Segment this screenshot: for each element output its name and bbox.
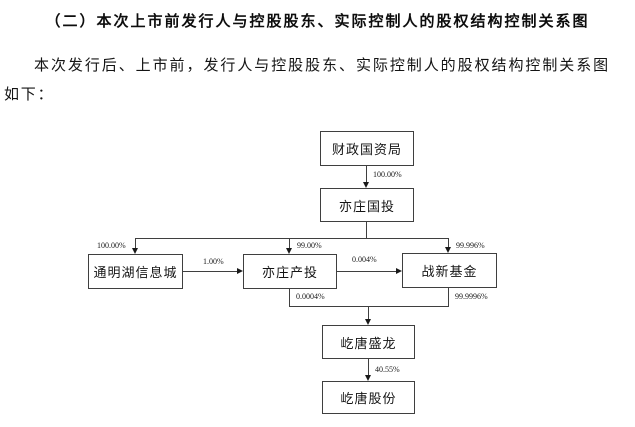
node-yitang-shares: 屹唐股份 (322, 381, 415, 414)
node-yizhuang-guotou: 亦庄国投 (320, 188, 414, 222)
connector-tongminghu-to-chantou (183, 271, 238, 272)
arrowhead-down-icon (363, 182, 369, 188)
intro-paragraph: 本次发行后、上市前，发行人与控股股东、实际控制人的股权结构控制关系图如下： (4, 58, 610, 103)
node-tongminghu-info-city: 通明湖信息城 (88, 254, 183, 289)
arrowhead-down-icon (365, 375, 371, 381)
connector-zhanxin-stem-down (448, 288, 449, 306)
edge-percent-zhanxin-shenglong: 99.9996% (455, 292, 488, 301)
edge-percent-guotou-tongminghu: 100.00% (97, 241, 126, 250)
connector-chantou-stem-down (289, 289, 290, 306)
arrowhead-right-icon (396, 268, 402, 274)
connector-guotou-stem (366, 222, 367, 239)
edge-percent-shenglong-shares: 40.55% (375, 365, 400, 374)
section-heading: （二）本次上市前发行人与控股股东、实际控制人的股权结构控制关系图 (45, 13, 590, 30)
edge-percent-chantou-shenglong: 0.0004% (296, 292, 325, 301)
distribution-bus-bottom (289, 306, 449, 307)
edge-percent-chantou-zhanxin: 0.004% (352, 255, 377, 264)
arrowhead-down-icon (132, 248, 138, 254)
arrowhead-down-icon (286, 248, 292, 254)
connector-guotou-to-zhanxin (448, 238, 449, 248)
arrowhead-right-icon (237, 268, 243, 274)
connector-chantou-to-zhanxin (337, 271, 397, 272)
node-zhanxin-fund: 战新基金 (402, 253, 497, 288)
connector-shenglong-to-shares (368, 359, 369, 375)
edge-percent-guotou-chantou: 99.00% (297, 241, 322, 250)
edge-percent-tongminghu-chantou: 1.00% (203, 257, 224, 266)
edge-percent-guotou-zhanxin: 99.996% (456, 241, 485, 250)
node-yitang-shenglong: 屹唐盛龙 (322, 325, 415, 359)
connector-guotou-to-chantou (289, 238, 290, 249)
node-finance-bureau: 财政国资局 (320, 131, 414, 166)
connector-bus-to-shenglong (368, 306, 369, 319)
edge-percent-finance-guotou: 100.00% (373, 170, 402, 179)
connector-guotou-to-tongminghu (135, 238, 136, 249)
arrowhead-down-icon (365, 319, 371, 325)
distribution-bus-top (135, 238, 449, 239)
node-yizhuang-chantou: 亦庄产投 (243, 254, 337, 289)
arrowhead-down-icon (445, 247, 451, 253)
connector-finance-to-guotou (366, 166, 367, 183)
